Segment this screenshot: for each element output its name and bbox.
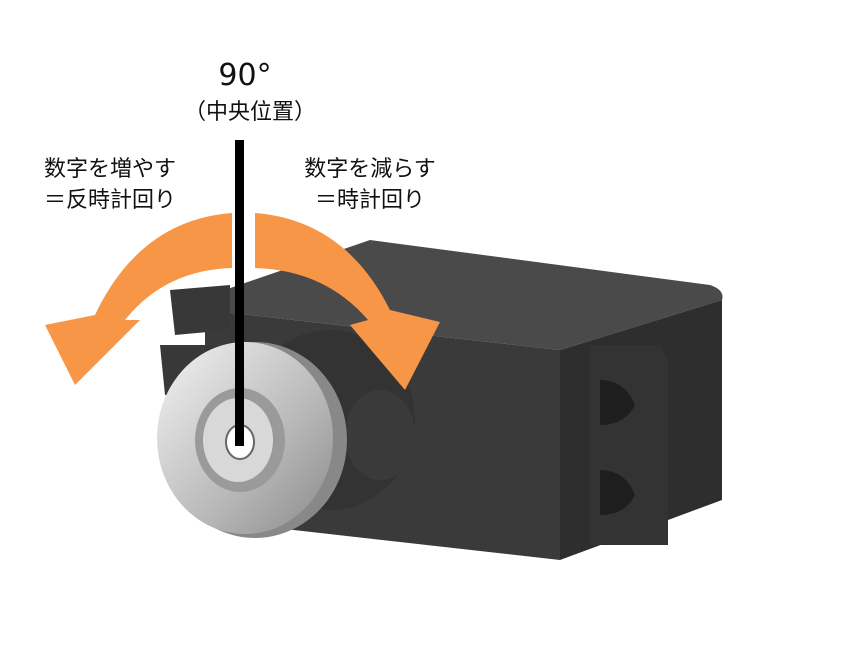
left-label-line2: ＝反時計回り xyxy=(43,188,176,213)
center-position-label: （中央位置） xyxy=(183,100,316,125)
counterclockwise-arrow xyxy=(45,213,232,385)
angle-label: 90° xyxy=(218,58,272,93)
clockwise-arrow xyxy=(255,213,440,390)
right-label-line1: 数字を減らす xyxy=(304,157,436,182)
right-label-line2: ＝時計回り xyxy=(314,188,425,213)
rotation-arrows xyxy=(45,213,440,390)
left-label-line1: 数字を増やす xyxy=(43,157,176,182)
servo-horn xyxy=(157,342,347,538)
center-indicator-line xyxy=(235,140,244,446)
